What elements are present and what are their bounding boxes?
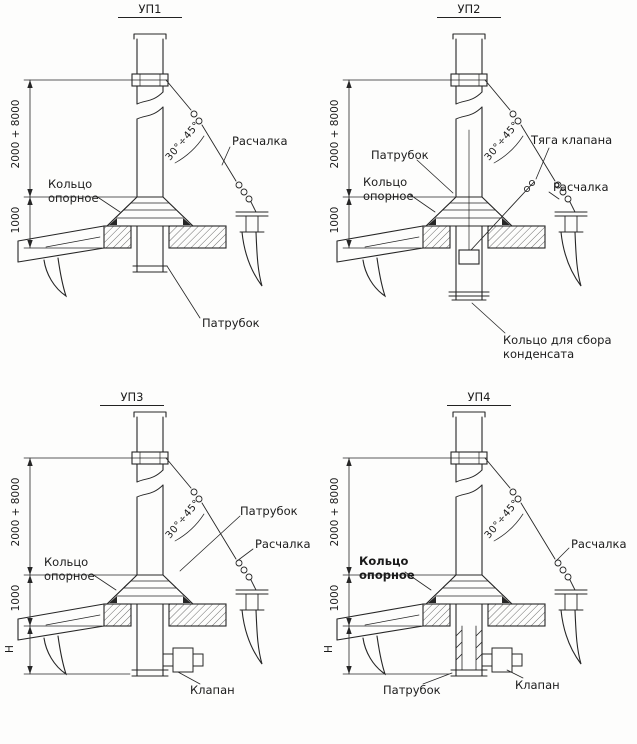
figure-title: УП4 (447, 390, 511, 406)
label-klapan: Клапан (190, 683, 235, 697)
label-raschalka: Расчалка (232, 134, 288, 148)
leader-lines (404, 547, 570, 685)
dimension-upper: 2000 + 8000 (329, 477, 341, 547)
dimension-lower: 1000 (10, 584, 22, 612)
pipe-lower (450, 625, 488, 677)
figure-title: УП2 (437, 2, 501, 18)
figure-up2-art (336, 33, 588, 334)
label-kolco-opornoe: Кольцо опорное (48, 177, 99, 205)
patrubok-stub (132, 247, 168, 273)
figure-up1-art (17, 33, 269, 319)
label-patrubok: Патрубок (383, 683, 441, 697)
leader-lines (408, 147, 560, 334)
dimension-lower: 1000 (329, 584, 341, 612)
dimension-h: Н (4, 645, 16, 653)
dimension-lower: 1000 (329, 206, 341, 234)
label-patrubok: Патрубок (202, 316, 260, 330)
dimension-upper: 2000 + 8000 (10, 477, 22, 547)
label-kolco-opornoe: Кольцо опорное (44, 555, 95, 583)
figure-up1: УП1 2000 + 8000 1000 30°÷45° Расчалка Ко… (0, 0, 318, 366)
angle-label: 30°÷45° (482, 497, 522, 542)
pipe-lower (131, 625, 169, 677)
label-kolco-opornoe: Кольцо опорное (363, 175, 414, 203)
label-raschalka: Расчалка (255, 537, 311, 551)
figure-title: УП3 (100, 390, 164, 406)
figure-title: УП1 (118, 2, 182, 18)
figure-up4-art (336, 411, 588, 685)
leader-lines (91, 515, 254, 685)
dimension-lower: 1000 (10, 206, 22, 234)
label-kolco-kondensata: Кольцо для сбора конденсата (503, 333, 612, 361)
label-patrubok: Патрубок (240, 504, 298, 518)
angle-label: 30°÷45° (163, 119, 203, 164)
label-tyaga-klapana: Тяга клапана (531, 133, 613, 147)
valve-pull-rod (470, 179, 536, 251)
angle-label: 30°÷45° (163, 497, 203, 542)
label-patrubok: Патрубок (371, 148, 429, 162)
figure-up2: УП2 2000 + 8000 1000 30°÷45° Тяга клапан… (319, 0, 637, 366)
leader-lines (95, 146, 231, 319)
label-raschalka: Расчалка (553, 180, 609, 194)
dimension-upper: 2000 + 8000 (329, 99, 341, 169)
figure-up3-art (17, 411, 269, 685)
figure-up3: УП3 2000 + 8000 1000 Н 30°÷45° Патрубок … (0, 378, 318, 744)
label-klapan: Клапан (515, 678, 560, 692)
condensate-ring (448, 291, 490, 297)
label-raschalka: Расчалка (571, 537, 627, 551)
figure-up4: УП4 2000 + 8000 1000 Н 30°÷45° Расчалка … (319, 378, 637, 744)
dimension-h: Н (323, 645, 335, 653)
label-kolco-opornoe: Кольцо опорное (359, 554, 415, 582)
angle-label: 30°÷45° (482, 119, 522, 164)
pipe-lower (451, 247, 487, 301)
dimension-upper: 2000 + 8000 (10, 99, 22, 169)
pipe-lining (455, 625, 483, 671)
inner-valve-box (458, 249, 480, 265)
